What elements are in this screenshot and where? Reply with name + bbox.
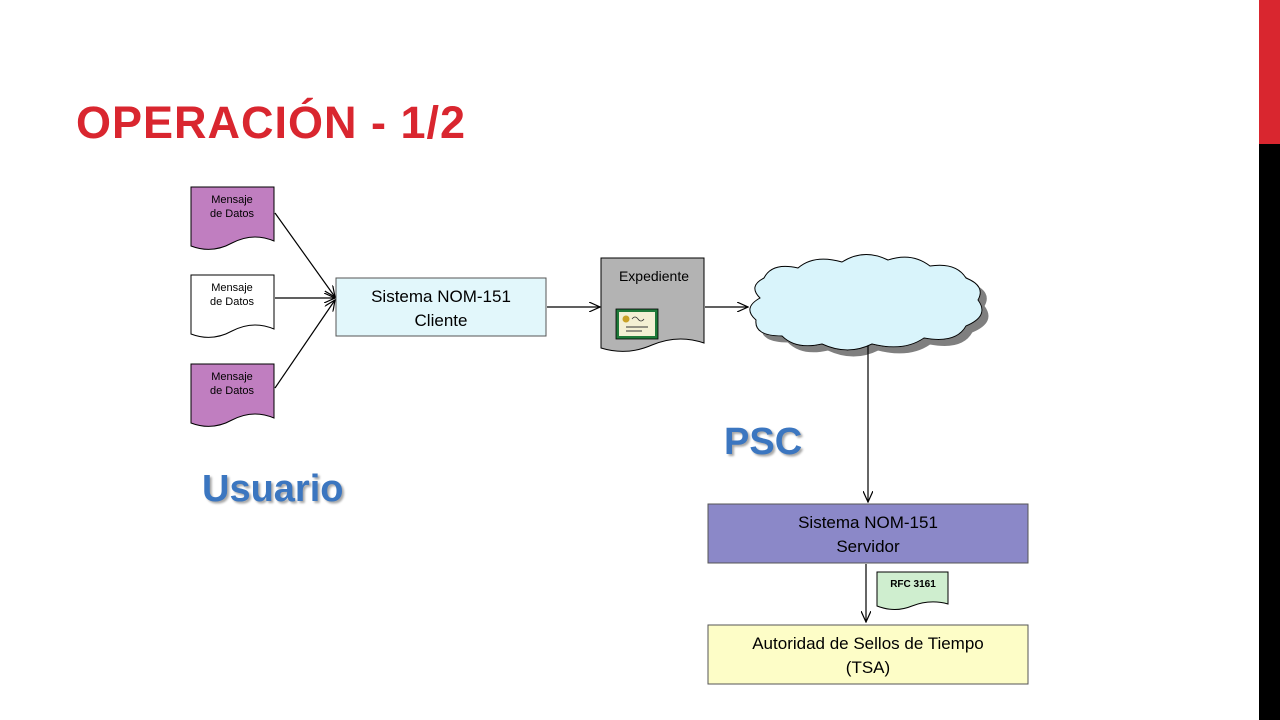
rfc-note-label: RFC 3161 [890, 579, 936, 590]
tsa-box-label-line1: Autoridad de Sellos de Tiempo [752, 634, 984, 653]
document-2-label-line1: Mensaje [211, 282, 253, 294]
client-box-label-line1: Sistema NOM-151 [371, 287, 511, 306]
usuario-label: Usuario [202, 468, 344, 510]
data-message-document-2: Mensaje de Datos [190, 274, 275, 338]
server-system-box: Sistema NOM-151 Servidor [707, 503, 1029, 564]
tsa-box: Autoridad de Sellos de Tiempo (TSA) [707, 624, 1029, 685]
rfc-note: RFC 3161 [876, 571, 949, 610]
server-box-label-line2: Servidor [836, 537, 900, 556]
expediente-document: Expediente [600, 257, 705, 352]
document-3-label-line2: de Datos [210, 385, 255, 397]
arrow-doc1-to-client [274, 212, 335, 297]
data-message-document-3: Mensaje de Datos [190, 363, 275, 427]
slide-title: OPERACIÓN - 1/2 [76, 97, 467, 148]
expediente-label: Expediente [619, 268, 689, 284]
document-1-label-line1: Mensaje [211, 194, 253, 206]
data-message-document-1: Mensaje de Datos [190, 186, 275, 250]
server-box-label-line1: Sistema NOM-151 [798, 513, 938, 532]
client-box-label-line2: Cliente [415, 311, 468, 330]
document-2-label-line2: de Datos [210, 296, 255, 308]
arrow-doc3-to-client [274, 300, 335, 389]
document-1-label-line2: de Datos [210, 208, 255, 220]
tsa-box-label-line2: (TSA) [846, 658, 890, 677]
certificate-icon [615, 308, 659, 340]
psc-label: PSC [724, 421, 803, 463]
document-3-label-line1: Mensaje [211, 371, 253, 383]
cloud-icon [749, 254, 983, 351]
accent-bar-red [1259, 0, 1280, 144]
accent-bar-black [1259, 144, 1280, 720]
client-system-box: Sistema NOM-151 Cliente [335, 277, 547, 337]
